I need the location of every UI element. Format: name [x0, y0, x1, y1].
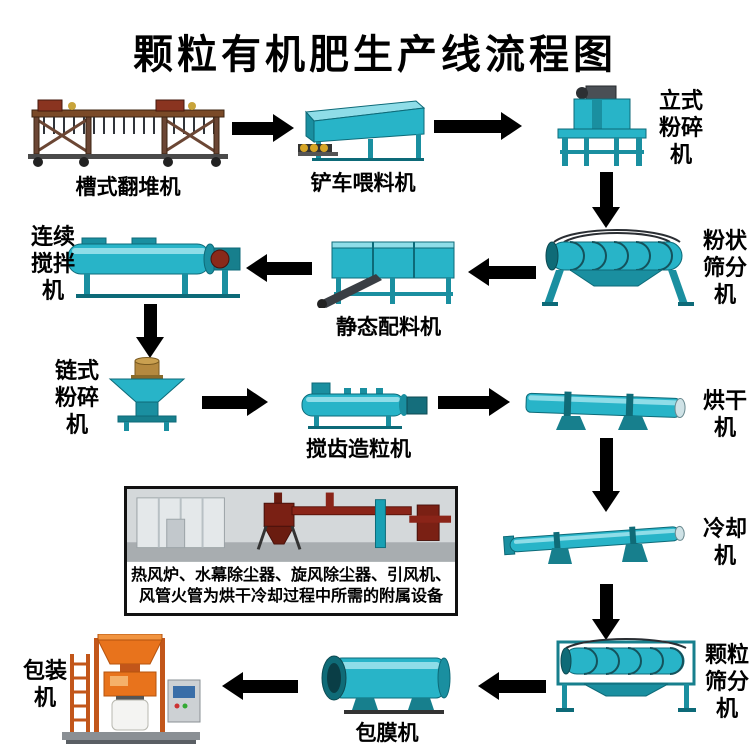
continuous-mixer-node — [62, 226, 247, 300]
trough-turner-illustration — [28, 99, 228, 167]
dryer-node — [522, 386, 694, 432]
dryer-label: 烘干机 — [702, 388, 747, 440]
continuous-mixer-illustration — [67, 237, 241, 298]
vertical-crusher-illustration — [557, 85, 647, 166]
dryer-illustration — [525, 391, 686, 430]
auxiliary-equipment-photo — [127, 489, 455, 562]
chain-crusher-node — [100, 356, 195, 432]
packing-machine-node — [56, 634, 206, 746]
powder-screener-label: 粉状筛分机 — [702, 228, 747, 307]
arrow-turner-to-feeder — [232, 114, 294, 142]
vertical-crusher-label: 立式粉碎机 — [658, 88, 703, 167]
arrow-granule-screener-to-coater — [478, 672, 546, 700]
chain-crusher-illustration — [108, 357, 186, 431]
coating-machine-illustration — [321, 655, 451, 714]
granule-screener-illustration — [556, 638, 696, 712]
loader-feeder-node: 铲车喂料机 — [298, 96, 428, 197]
packing-machine-illustration — [62, 634, 201, 744]
chain-crusher-label: 链式粉碎机 — [54, 358, 99, 437]
arrow-mixer-to-chain-crusher — [136, 304, 164, 358]
aux-caption-line2: 风管火管为烘干冷却过程中所需的附属设备 — [138, 588, 443, 606]
arrow-chain-crusher-to-granulator — [202, 388, 268, 416]
auxiliary-equipment-illustration — [127, 489, 455, 562]
tooth-granulator-illustration — [301, 382, 428, 429]
coating-machine-label: 包膜机 — [355, 722, 419, 745]
coating-machine-node: 包膜机 — [304, 650, 470, 747]
arrow-dryer-to-cooler — [592, 438, 620, 512]
powder-screener-node — [540, 226, 695, 306]
loader-feeder-label: 铲车喂料机 — [310, 172, 416, 195]
arrow-batcher-to-mixer — [246, 254, 312, 282]
trough-turner-node: 槽式翻堆机 — [28, 92, 228, 201]
arrow-coater-to-packer — [222, 672, 298, 700]
powder-screener-illustration — [542, 229, 694, 306]
continuous-mixer-label: 连续搅拌机 — [30, 224, 75, 303]
aux-caption-line1: 热风炉、水幕除尘器、旋风除尘器、引风机、 — [130, 566, 451, 584]
packing-machine-label: 包装机 — [22, 658, 67, 710]
page-title: 颗粒有机肥生产线流程图 — [133, 32, 617, 77]
cooler-illustration — [503, 525, 685, 564]
cooler-node — [502, 512, 698, 568]
arrow-crusher-to-powder-screener — [592, 172, 620, 228]
static-batcher-label: 静态配料机 — [336, 316, 441, 339]
static-batcher-illustration — [317, 241, 455, 308]
arrow-cooler-to-granule-screener — [592, 584, 620, 640]
tooth-granulator-node: 搅齿造粒机 — [286, 380, 431, 463]
trough-turner-label: 槽式翻堆机 — [75, 176, 181, 199]
vertical-crusher-node — [552, 84, 652, 168]
cooler-label: 冷却机 — [702, 516, 747, 568]
arrow-granulator-to-dryer — [438, 388, 510, 416]
arrow-feeder-to-crusher — [434, 112, 522, 140]
arrow-screener-to-batcher — [468, 258, 536, 286]
loader-feeder-illustration — [298, 100, 426, 161]
auxiliary-equipment-box: 热风炉、水幕除尘器、旋风除尘器、引风机、 风管火管为烘干冷却过程中所需的附属设备 — [124, 486, 458, 616]
auxiliary-equipment-caption: 热风炉、水幕除尘器、旋风除尘器、引风机、 风管火管为烘干冷却过程中所需的附属设备 — [127, 562, 455, 613]
static-batcher-node: 静态配料机 — [316, 236, 461, 341]
granule-screener-node — [550, 636, 702, 712]
granule-screener-label: 颗粒筛分机 — [704, 642, 749, 721]
tooth-granulator-label: 搅齿造粒机 — [306, 438, 411, 461]
